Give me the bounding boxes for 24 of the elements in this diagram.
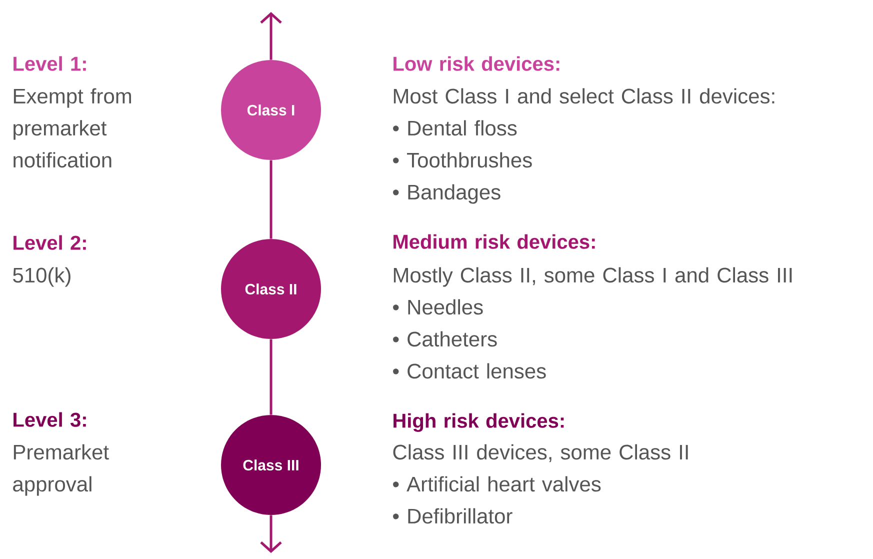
body-text: Exempt from premarket notification bbox=[14, 88, 131, 168]
heading: Level 1: bbox=[14, 56, 86, 71]
body-text: Most Class I and select Class II devices: bbox=[394, 88, 774, 104]
body-text: Premarket approval bbox=[13, 444, 109, 496]
body-text: • Contact lenses bbox=[393, 363, 546, 379]
body-text: Class III devices, some Class II bbox=[393, 444, 688, 462]
heading: Medium risk devices: bbox=[394, 234, 595, 249]
body-text: • Artificial heart valves bbox=[393, 476, 601, 492]
heading: High risk devices: bbox=[394, 413, 564, 432]
body-text: 510(k) bbox=[13, 267, 70, 287]
heading: Level 2: bbox=[14, 235, 86, 250]
body-text: • Defibrillator bbox=[393, 508, 512, 524]
connector-line bbox=[270, 160, 272, 239]
body-text: • Catheters bbox=[393, 331, 497, 347]
body-text: • Dental floss bbox=[393, 120, 517, 136]
body-text: • Bandages bbox=[393, 184, 500, 204]
connector-line bbox=[260, 12, 282, 60]
body-text: Mostly Class II, some Class I and Class III bbox=[394, 267, 792, 287]
connector-line bbox=[270, 339, 272, 415]
heading: Low risk devices: bbox=[394, 56, 560, 71]
body-text: • Toothbrushes bbox=[393, 152, 532, 168]
body-text: • Needles bbox=[393, 299, 483, 315]
connector-line bbox=[260, 515, 282, 553]
heading: Level 3: bbox=[14, 412, 86, 427]
